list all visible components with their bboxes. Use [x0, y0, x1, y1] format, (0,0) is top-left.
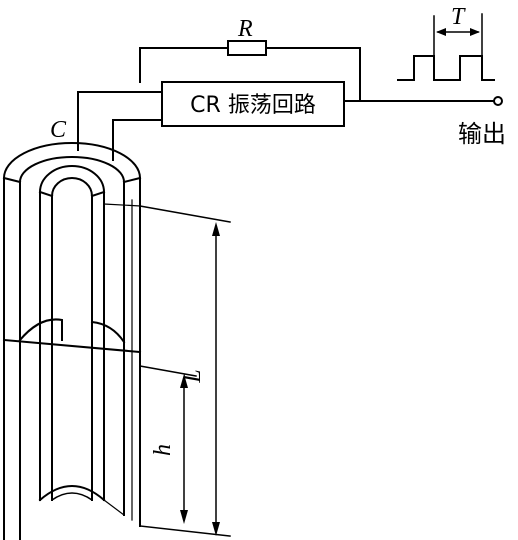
- capacitor-lead-outer: [77, 91, 163, 151]
- liquid-meniscus-left: [18, 318, 63, 342]
- cut-edge-right-outer: [122, 176, 142, 184]
- resistor-symbol: [227, 40, 267, 56]
- output-label: 输出: [458, 120, 506, 148]
- inner-tube-bottom-arc-inner: [50, 492, 94, 502]
- resistor-label: R: [237, 16, 253, 42]
- cr-oscillator-box: [161, 81, 345, 127]
- inner-cap-outer: [38, 165, 106, 194]
- sensor-tube: [2, 142, 231, 540]
- dimension-L-arrow-top: [212, 222, 220, 236]
- liquid-level-line: [2, 338, 142, 354]
- cut-edge-left-inner: [38, 190, 54, 198]
- extension-top: [139, 205, 231, 223]
- dimension-h-arrow-top: [180, 374, 188, 388]
- cut-edge-right-inner: [90, 190, 106, 198]
- inner-cap-inner: [50, 177, 94, 198]
- dimension-L-label: L: [180, 369, 206, 383]
- capacitor-label: C: [50, 117, 67, 143]
- dimension-h-label: h: [150, 444, 176, 456]
- inner-tube-bottom-arc: [38, 485, 106, 502]
- extension-liquid: [139, 365, 197, 377]
- outer-cap-inner: [18, 156, 126, 184]
- pulse-waveform: [397, 55, 495, 81]
- liquid-meniscus-right: [90, 320, 126, 344]
- extension-bottom: [139, 525, 231, 537]
- cr-oscillator-label: CR 振荡回路: [190, 93, 316, 118]
- circuit-wiring: [77, 13, 503, 161]
- outer-cap-outer: [2, 142, 142, 180]
- period-label: T: [451, 4, 466, 30]
- resistor-lead-right: [265, 47, 361, 101]
- capacitor-lead-inner: [112, 119, 163, 161]
- dimension-h-arrow-bottom: [180, 510, 188, 524]
- cut-edge-left-outer: [2, 176, 22, 184]
- bottom-edge-segment: [103, 499, 125, 516]
- resistor-lead-left: [139, 47, 229, 83]
- top-edge-segment: [103, 203, 141, 207]
- period-arrowhead-right: [470, 28, 480, 36]
- output-terminal: [493, 96, 503, 106]
- dimension-lines: [180, 222, 220, 536]
- dimension-L-arrow-bottom: [212, 522, 220, 536]
- period-arrowhead-left: [436, 28, 446, 36]
